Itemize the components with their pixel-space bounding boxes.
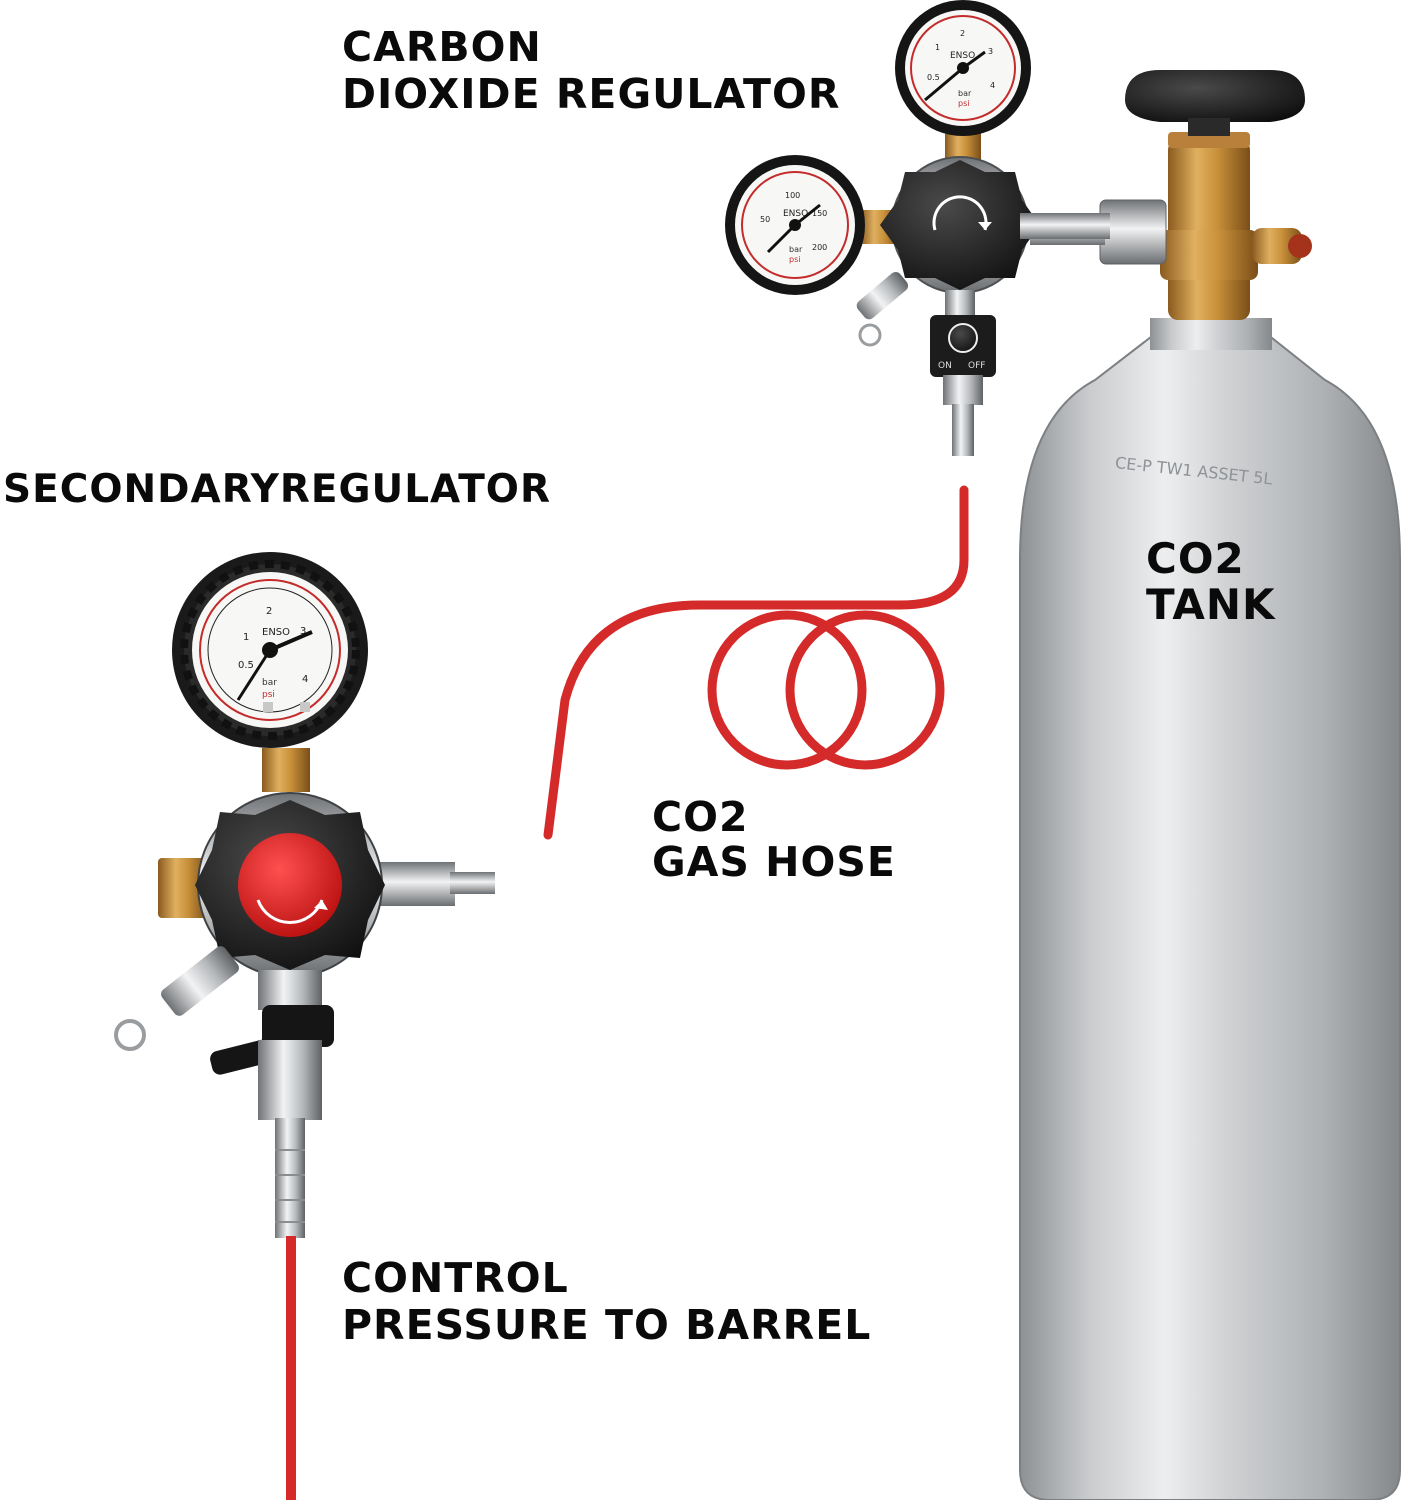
secondary-outlet-barb — [380, 862, 495, 906]
tank-body — [1019, 329, 1401, 1500]
svg-text:1: 1 — [243, 632, 249, 643]
svg-text:100: 100 — [785, 191, 800, 200]
secondary-regulator: ENSO bar psi 0.5 1 2 3 4 — [114, 552, 495, 1500]
tank-handwheel[interactable] — [1125, 70, 1305, 136]
primary-barb-fitting — [952, 404, 974, 456]
svg-text:4: 4 — [302, 674, 308, 685]
secondary-adjustment-knob[interactable] — [195, 800, 385, 970]
primary-high-pressure-gauge: ENSO bar psi 50 100 150 200 — [725, 155, 865, 295]
co2-gas-hose-label: CO2 GAS HOSE — [652, 797, 896, 883]
primary-low-pressure-gauge: ENSO bar psi 0.5 1 2 3 4 — [895, 0, 1031, 136]
gauge-brand: ENSO — [950, 51, 975, 61]
secondary-hose-barb — [275, 1118, 305, 1238]
svg-text:psi: psi — [262, 690, 275, 700]
svg-text:psi: psi — [958, 99, 969, 108]
primary-adjustment-knob[interactable] — [880, 160, 1040, 290]
valve-safety-port — [1252, 228, 1302, 264]
tank-neck — [1150, 318, 1272, 350]
svg-text:psi: psi — [789, 255, 800, 264]
svg-text:ENSO: ENSO — [783, 209, 808, 219]
label-line: CO2 — [652, 793, 749, 841]
svg-text:3: 3 — [300, 626, 306, 637]
label-line: CONTROL — [342, 1254, 569, 1302]
svg-text:ON: ON — [938, 361, 952, 371]
svg-text:150: 150 — [812, 209, 827, 218]
svg-text:bar: bar — [789, 245, 803, 254]
carbon-dioxide-regulator-label: CARBON DIOXIDE REGULATOR — [342, 27, 840, 115]
label-line: DIOXIDE REGULATOR — [342, 70, 841, 118]
secondary-regulator-label: SECONDARYREGULATOR — [3, 470, 551, 509]
secondary-relief-valve[interactable] — [114, 944, 241, 1051]
svg-text:4: 4 — [990, 81, 995, 90]
svg-text:2: 2 — [960, 29, 965, 38]
svg-text:0.5: 0.5 — [927, 73, 940, 82]
svg-text:OFF: OFF — [968, 361, 985, 371]
rotation-arrow-icon — [932, 195, 988, 231]
gauge-needle — [236, 649, 272, 701]
svg-text:0.5: 0.5 — [238, 660, 254, 671]
svg-text:ENSO: ENSO — [262, 627, 290, 638]
label-line: PRESSURE TO BARREL — [342, 1301, 872, 1349]
co2-tank-label: CO2 TANK — [1146, 538, 1276, 626]
svg-text:3: 3 — [988, 47, 993, 56]
co2-gas-hose — [543, 485, 969, 840]
label-line: TANK — [1146, 580, 1276, 629]
secondary-inlet-port — [158, 858, 208, 918]
co2-tank: CE-P TW1 ASSET 5L — [1019, 70, 1401, 1500]
primary-regulator: ENSO bar psi 0.5 1 2 3 4 ENSO bar psi 50… — [725, 0, 1110, 456]
label-line: SECONDARYREGULATOR — [3, 467, 551, 512]
svg-text:200: 200 — [812, 243, 827, 252]
gauge-needle — [924, 66, 964, 102]
secondary-pressure-gauge: ENSO bar psi 0.5 1 2 3 4 — [172, 552, 368, 748]
rotation-arrow-icon — [256, 899, 324, 925]
svg-text:bar: bar — [262, 678, 277, 688]
svg-text:2: 2 — [266, 606, 272, 617]
output-hose — [286, 1236, 296, 1500]
svg-text:50: 50 — [760, 215, 770, 224]
svg-text:bar: bar — [958, 89, 972, 98]
label-line: CO2 — [1146, 534, 1245, 583]
label-line: GAS HOSE — [652, 838, 896, 886]
control-pressure-label: CONTROL PRESSURE TO BARREL — [342, 1258, 871, 1346]
label-line: CARBON — [342, 23, 542, 71]
svg-text:1: 1 — [935, 43, 940, 52]
primary-relief-valve[interactable] — [854, 270, 910, 347]
primary-shutoff-valve[interactable]: ON OFF — [930, 315, 996, 377]
